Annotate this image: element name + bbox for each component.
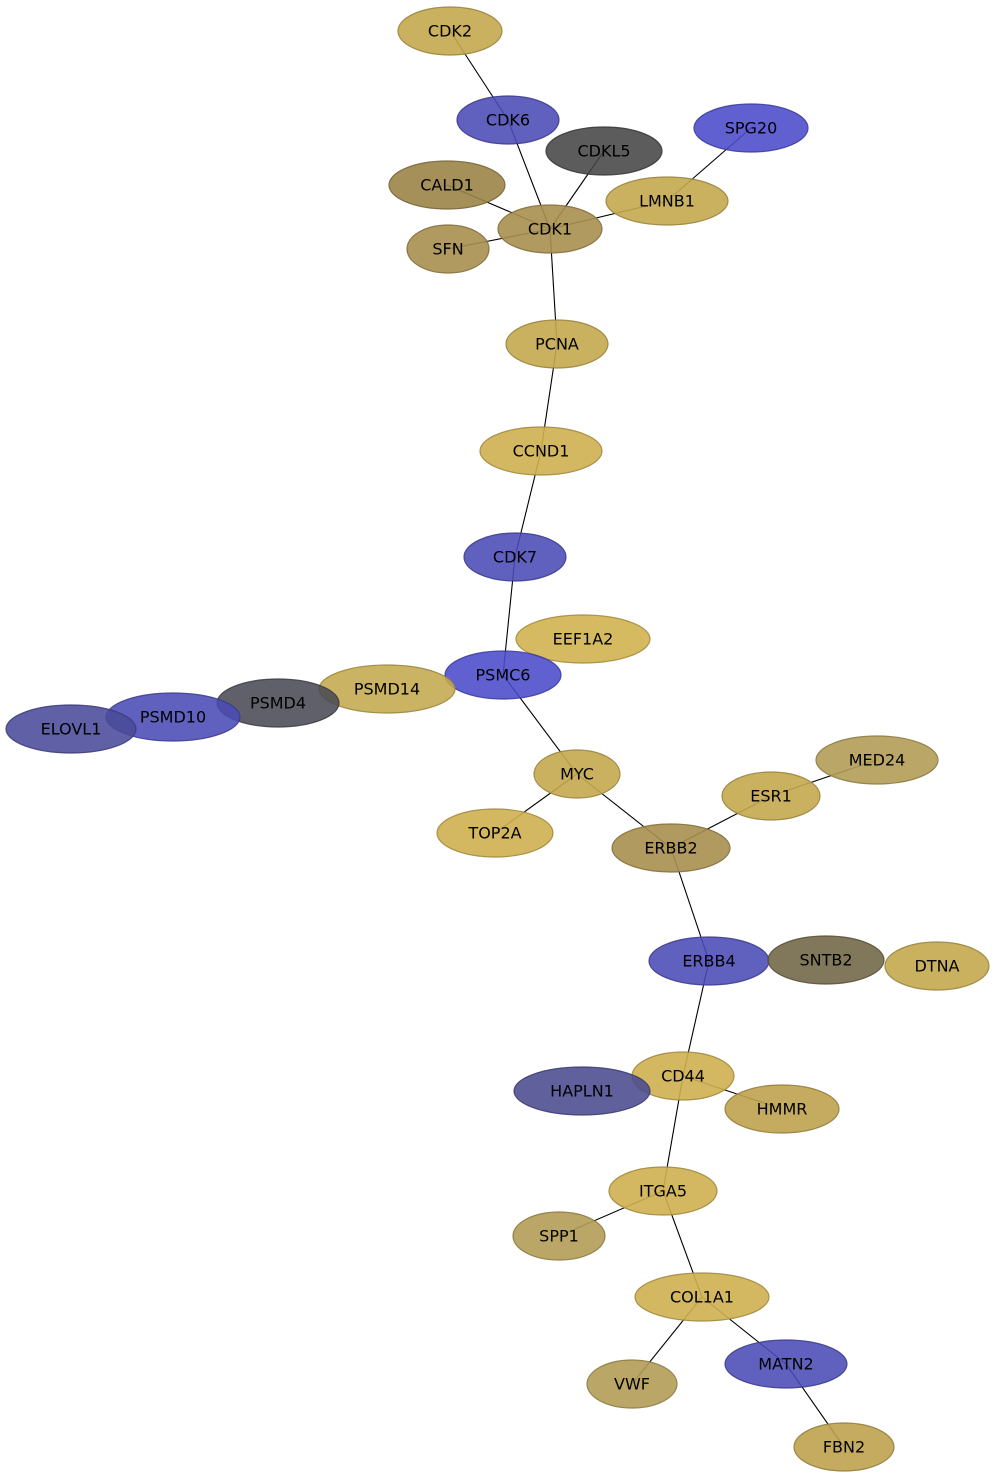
node-label-esr1: ESR1 — [750, 787, 792, 806]
node-label-matn2: MATN2 — [758, 1355, 813, 1374]
node-shape-cald1 — [388, 160, 506, 210]
node-shape-cdk6 — [456, 95, 560, 145]
node-shape-elovl1 — [5, 704, 137, 754]
node-label-col1a1: COL1A1 — [670, 1288, 734, 1307]
node-shape-erbb2 — [611, 823, 731, 873]
node-shape-hmmr — [724, 1084, 840, 1134]
node-label-psmd10: PSMD10 — [140, 708, 206, 727]
node-label-dtna: DTNA — [914, 957, 959, 976]
node-hapln1: HAPLN1 — [513, 1066, 651, 1116]
node-label-cdkl5: CDKL5 — [577, 142, 630, 161]
node-med24: MED24 — [815, 735, 939, 785]
node-label-cdk7: CDK7 — [493, 548, 537, 567]
node-label-pcna: PCNA — [535, 335, 579, 354]
node-label-spg20: SPG20 — [725, 119, 778, 138]
node-sntb2: SNTB2 — [767, 935, 885, 985]
node-label-psmd4: PSMD4 — [250, 694, 306, 713]
node-label-cd44: CD44 — [661, 1067, 705, 1086]
node-shape-lmnb1 — [605, 176, 729, 226]
node-shape-matn2 — [724, 1339, 848, 1389]
node-ccnd1: CCND1 — [479, 426, 603, 476]
node-shape-cdk2 — [397, 6, 503, 56]
node-label-cdk6: CDK6 — [486, 111, 530, 130]
node-cald1: CALD1 — [388, 160, 506, 210]
node-shape-esr1 — [721, 771, 821, 821]
node-label-spp1: SPP1 — [539, 1227, 579, 1246]
node-label-erbb4: ERBB4 — [682, 952, 735, 971]
node-shape-cdkl5 — [545, 126, 663, 176]
node-label-hmmr: HMMR — [757, 1100, 808, 1119]
node-shape-itga5 — [608, 1166, 718, 1216]
node-hmmr: HMMR — [724, 1084, 840, 1134]
node-pcna: PCNA — [505, 319, 609, 369]
node-shape-spp1 — [512, 1211, 606, 1261]
node-shape-med24 — [815, 735, 939, 785]
node-label-med24: MED24 — [849, 751, 906, 770]
node-label-hapln1: HAPLN1 — [550, 1082, 614, 1101]
node-cdk7: CDK7 — [463, 532, 567, 582]
node-spg20: SPG20 — [693, 103, 809, 153]
node-psmc6: PSMC6 — [444, 650, 562, 700]
node-shape-ccnd1 — [479, 426, 603, 476]
node-myc: MYC — [533, 749, 621, 799]
node-eef1a2: EEF1A2 — [515, 614, 651, 664]
node-sfn: SFN — [406, 224, 490, 274]
node-label-vwf: VWF — [614, 1375, 650, 1394]
node-lmnb1: LMNB1 — [605, 176, 729, 226]
node-psmd14: PSMD14 — [318, 664, 456, 714]
node-shape-psmc6 — [444, 650, 562, 700]
node-vwf: VWF — [586, 1359, 678, 1409]
node-label-sfn: SFN — [432, 240, 463, 259]
node-label-psmc6: PSMC6 — [476, 666, 531, 685]
node-shape-fbn2 — [793, 1422, 895, 1472]
node-label-lmnb1: LMNB1 — [639, 192, 695, 211]
node-esr1: ESR1 — [721, 771, 821, 821]
node-shape-vwf — [586, 1359, 678, 1409]
node-label-itga5: ITGA5 — [639, 1182, 687, 1201]
node-shape-top2a — [436, 808, 554, 858]
node-label-fbn2: FBN2 — [823, 1438, 865, 1457]
node-label-elovl1: ELOVL1 — [41, 720, 102, 739]
node-shape-spg20 — [693, 103, 809, 153]
node-shape-hapln1 — [513, 1066, 651, 1116]
node-cdk6: CDK6 — [456, 95, 560, 145]
node-col1a1: COL1A1 — [634, 1272, 770, 1322]
node-matn2: MATN2 — [724, 1339, 848, 1389]
node-dtna: DTNA — [884, 941, 990, 991]
node-label-top2a: TOP2A — [467, 824, 521, 843]
node-itga5: ITGA5 — [608, 1166, 718, 1216]
node-top2a: TOP2A — [436, 808, 554, 858]
node-spp1: SPP1 — [512, 1211, 606, 1261]
node-shape-sfn — [406, 224, 490, 274]
node-elovl1: ELOVL1 — [5, 704, 137, 754]
node-label-erbb2: ERBB2 — [644, 839, 697, 858]
node-shape-eef1a2 — [515, 614, 651, 664]
node-shape-cdk1 — [497, 204, 603, 254]
node-shape-myc — [533, 749, 621, 799]
node-psmd4: PSMD4 — [216, 678, 340, 728]
node-shape-dtna — [884, 941, 990, 991]
node-shape-cdk7 — [463, 532, 567, 582]
node-cdk1: CDK1 — [497, 204, 603, 254]
node-label-myc: MYC — [560, 765, 594, 784]
node-shape-pcna — [505, 319, 609, 369]
node-shape-sntb2 — [767, 935, 885, 985]
node-cdkl5: CDKL5 — [545, 126, 663, 176]
node-label-sntb2: SNTB2 — [799, 951, 852, 970]
node-shape-col1a1 — [634, 1272, 770, 1322]
node-label-cdk2: CDK2 — [428, 22, 472, 41]
node-label-cdk1: CDK1 — [528, 220, 572, 239]
node-cd44: CD44 — [631, 1051, 735, 1101]
node-label-ccnd1: CCND1 — [513, 442, 570, 461]
node-erbb2: ERBB2 — [611, 823, 731, 873]
node-label-psmd14: PSMD14 — [354, 680, 420, 699]
node-cdk2: CDK2 — [397, 6, 503, 56]
node-erbb4: ERBB4 — [648, 936, 770, 986]
node-psmd10: PSMD10 — [105, 692, 241, 742]
node-label-cald1: CALD1 — [420, 176, 474, 195]
node-fbn2: FBN2 — [793, 1422, 895, 1472]
node-label-eef1a2: EEF1A2 — [553, 630, 614, 649]
